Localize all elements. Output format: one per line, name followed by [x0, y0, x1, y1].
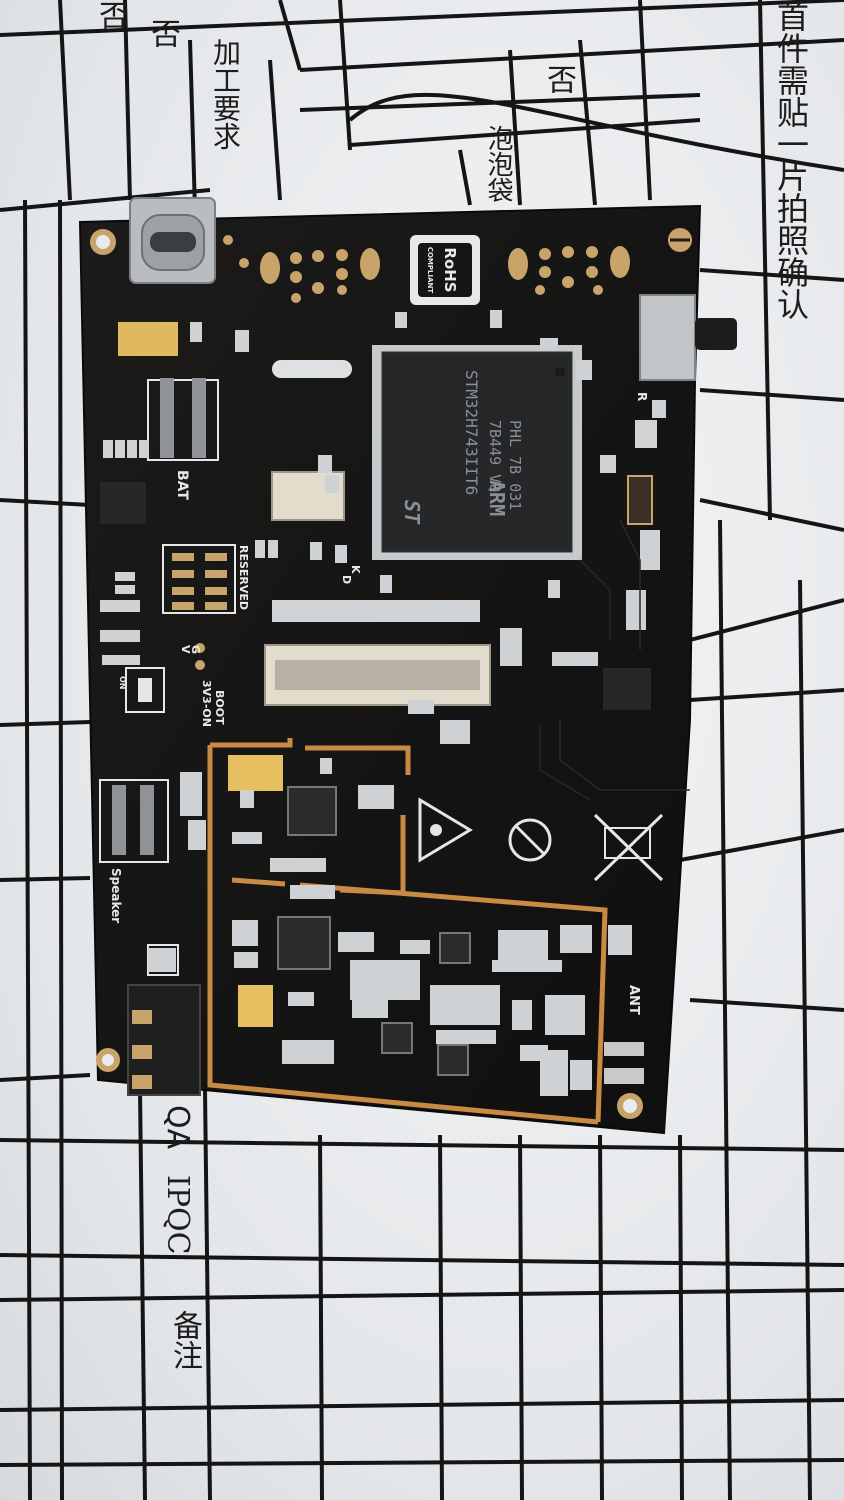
rohs-logo: RoHS COMPLIANT — [410, 235, 480, 305]
soic-chip-2 — [603, 668, 651, 710]
battery-holder — [147, 378, 219, 461]
led-component — [635, 420, 657, 448]
rohs-text: RoHS — [441, 247, 459, 292]
paper-label-qa: QA — [160, 1105, 195, 1150]
speaker-connector — [99, 779, 169, 863]
label-3v3-on: 3V3-ON — [200, 680, 213, 727]
usb-c-connector — [129, 197, 216, 284]
reserved-pads — [172, 553, 227, 610]
passive-components — [100, 310, 666, 1096]
label-k: K — [349, 565, 362, 574]
qfn-chip-4 — [381, 1022, 413, 1054]
mcu-marking-3: PHL 7B 031 — [506, 420, 524, 510]
crystal-component — [627, 475, 653, 525]
mcu-marking-1: STM32H743IIT6 — [462, 370, 481, 495]
board-slot-2 — [272, 600, 480, 622]
paper-label-bag: 泡泡袋 — [483, 125, 513, 203]
reserved-footprint — [162, 544, 236, 614]
label-boot: BOOT — [213, 690, 226, 725]
label-ant: ANT — [626, 985, 641, 1015]
fpc-contacts — [275, 660, 480, 690]
st-logo-text: ST — [400, 500, 424, 525]
rf-copper-guard — [207, 738, 608, 1125]
qfn-chip-5 — [437, 1044, 469, 1076]
tantalum-capacitor-2 — [228, 755, 283, 791]
rohs-compliant-text: COMPLIANT — [426, 247, 434, 294]
mcu-marking-2: 7B449 VQ — [486, 420, 504, 492]
label-v: V — [179, 645, 192, 654]
board-slot-1 — [272, 360, 352, 378]
qfn-chip-1 — [287, 786, 337, 836]
paper-label-no-2: 否 — [145, 18, 180, 48]
pcb-traces — [539, 519, 690, 801]
label-r: R — [635, 392, 649, 401]
mcu-chip: STM32H743IIT6 7B449 VQ PHL 7B 031 ARM ST — [372, 345, 582, 560]
weee-bin-symbol — [593, 813, 664, 882]
paper-label-processing: 加工要求 — [209, 38, 242, 150]
paper-label-notes: 备注 — [167, 1310, 202, 1370]
label-d: D — [340, 575, 353, 584]
paper-label-first-piece: 首件需贴一片拍照确认 — [772, 0, 810, 320]
tantalum-capacitor-3 — [238, 985, 273, 1027]
mounting-holes — [90, 228, 692, 1119]
label-reserved: RESERVED — [237, 545, 250, 610]
boot-dip-switch — [125, 667, 165, 713]
paper-label-no-3: 否 — [541, 64, 576, 94]
esd-warning-symbol — [418, 797, 473, 863]
qfn-chip-2 — [277, 916, 331, 970]
arm-logo-text: ARM — [485, 480, 509, 516]
label-bat: BAT — [174, 470, 190, 500]
soic-chip-1 — [100, 482, 146, 524]
qfn-chip-3 — [439, 932, 471, 964]
antenna-pad-1 — [604, 1042, 644, 1056]
paper-label-no-1: 否 — [93, 0, 128, 30]
audio-jack — [127, 944, 201, 1096]
label-on: ON — [118, 676, 127, 690]
slide-switch — [639, 294, 737, 381]
antenna-pad-2 — [604, 1068, 644, 1084]
tantalum-capacitor-1 — [118, 322, 178, 356]
top-header-pads — [223, 235, 630, 303]
label-speaker: Speaker — [109, 868, 123, 923]
label-g: G — [189, 645, 202, 654]
paper-label-ipqc: IPQC — [160, 1175, 195, 1255]
no-lead-symbol — [508, 818, 552, 862]
